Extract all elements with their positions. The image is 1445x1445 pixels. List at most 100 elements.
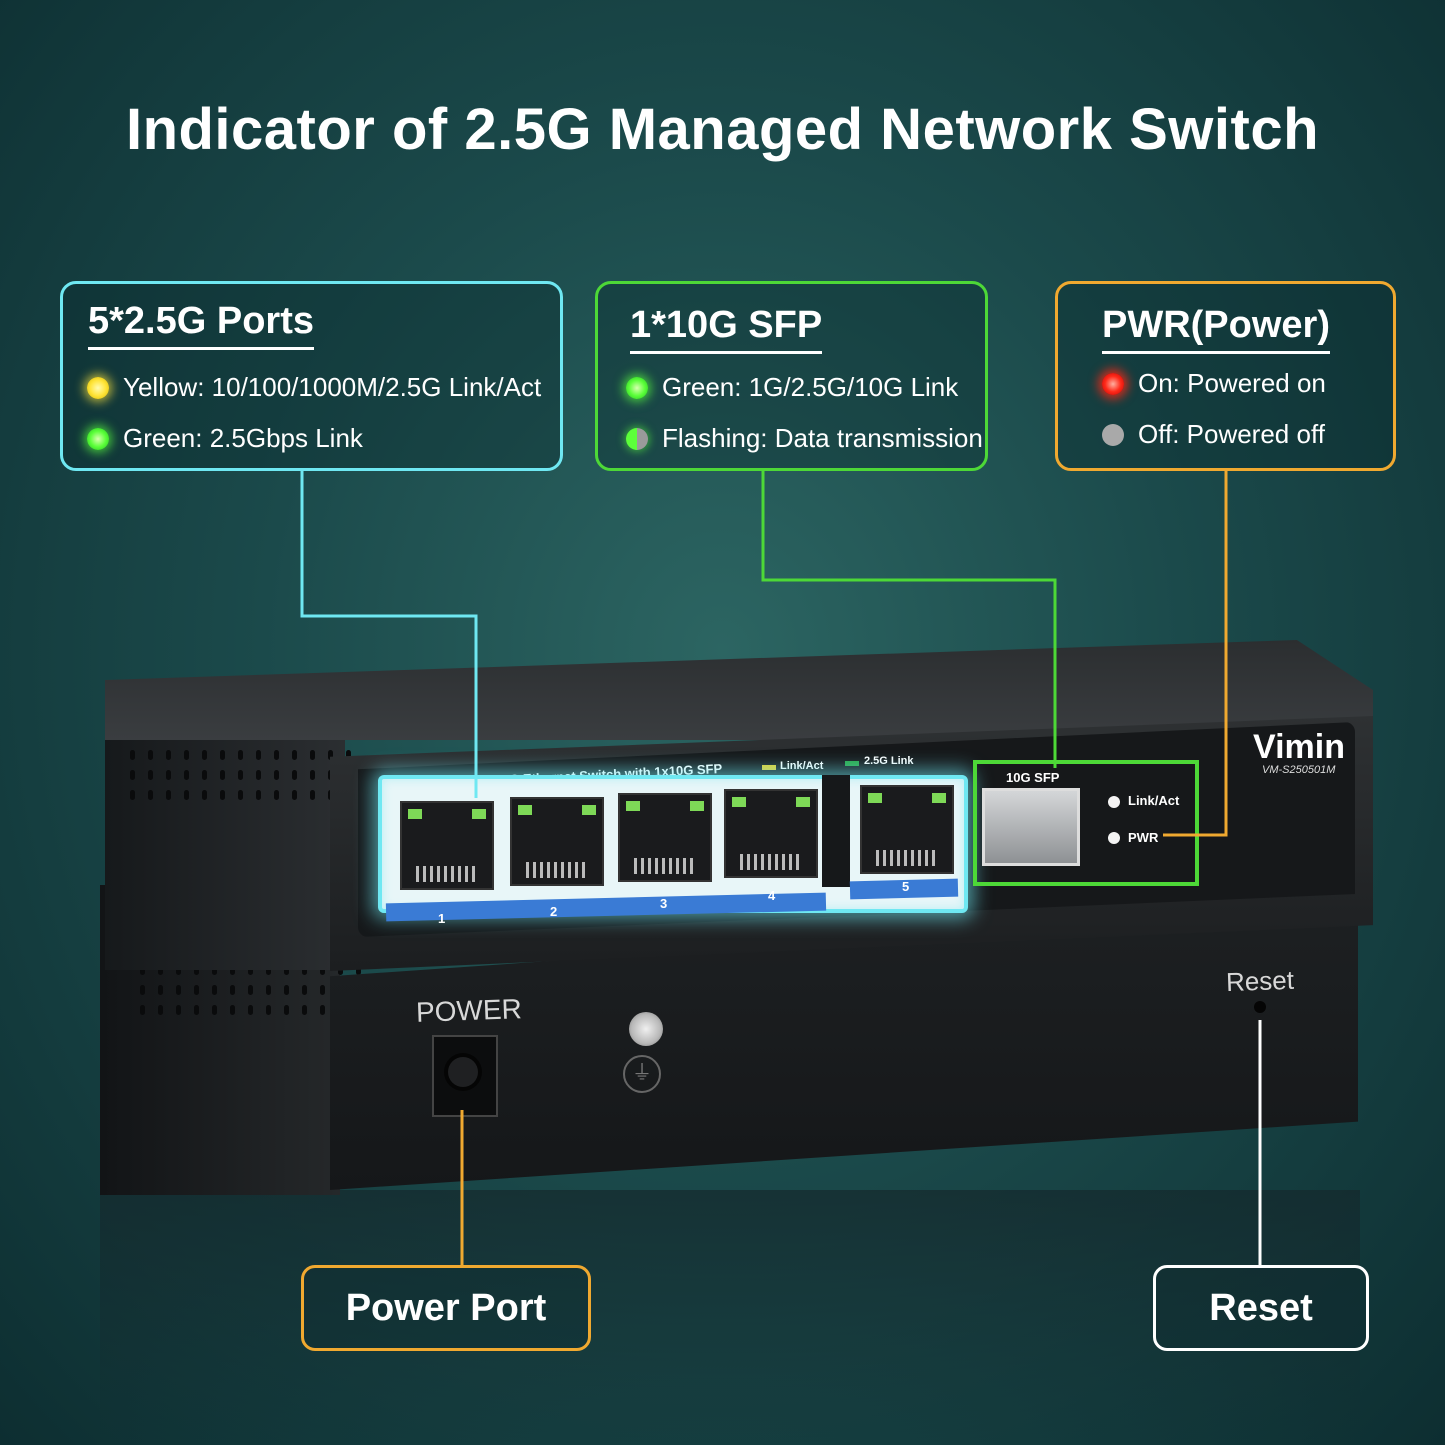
vent-slot <box>158 965 163 975</box>
vent-slot <box>140 985 145 995</box>
pwr-led-icon <box>1108 832 1120 844</box>
vent-slot <box>284 985 289 995</box>
vent-slot <box>230 965 235 975</box>
vent-slot <box>194 985 199 995</box>
vent-slot <box>292 770 297 780</box>
yellow-led-icon <box>87 376 109 399</box>
rj45-port-3[interactable] <box>618 793 712 882</box>
power-jack[interactable] <box>432 1035 498 1117</box>
vent-slot <box>148 770 153 780</box>
power-connector-line <box>1163 471 1228 837</box>
vent-slot <box>310 790 315 800</box>
vent-slot <box>148 790 153 800</box>
vent-slot <box>292 790 297 800</box>
vent-slot <box>166 750 171 760</box>
device-reflection <box>100 1190 1360 1445</box>
vent-slot <box>140 965 145 975</box>
vent-slot <box>248 1005 253 1015</box>
sfp-highlight <box>973 760 1199 886</box>
vent-slot <box>184 770 189 780</box>
vent-slot <box>256 750 261 760</box>
link-act-led-icon <box>1108 796 1120 808</box>
sfp-port[interactable] <box>982 788 1080 866</box>
callout-sfp-item-text: Flashing: Data transmission <box>662 423 983 453</box>
vent-slot <box>266 985 271 995</box>
ground-screw-icon <box>629 1012 663 1046</box>
vent-slot <box>248 985 253 995</box>
callout-ports-item: Green: 2.5Gbps Link <box>87 423 363 454</box>
brand-logo: Vimin <box>1253 728 1345 766</box>
port-number-3: 3 <box>660 896 668 911</box>
rj45-port-block <box>378 775 968 913</box>
vent-slot <box>320 965 325 975</box>
vent-slot <box>202 770 207 780</box>
vent-slot <box>302 985 307 995</box>
vent-slot <box>356 965 361 975</box>
flashing-led-icon <box>626 427 648 450</box>
led-link-act-label: Link/Act <box>1128 793 1180 808</box>
vent-slot <box>212 985 217 995</box>
vent-slot <box>176 1005 181 1015</box>
vent-slot <box>346 750 351 760</box>
vent-slot <box>158 1005 163 1015</box>
vent-slot <box>310 770 315 780</box>
vent-slot <box>212 965 217 975</box>
led-pwr-label: PWR <box>1128 830 1159 845</box>
vent-slot <box>302 965 307 975</box>
vent-slot <box>212 1005 217 1015</box>
vent-slot <box>140 1005 145 1015</box>
callout-ports-item: Yellow: 10/100/1000M/2.5G Link/Act <box>87 372 541 403</box>
callout-sfp-item-text: Green: 1G/2.5G/10G Link <box>662 372 959 402</box>
reset-button[interactable] <box>1254 1001 1266 1013</box>
legend-link-act-swatch <box>762 765 776 770</box>
vent-slot <box>230 985 235 995</box>
red-led-icon <box>1102 372 1124 395</box>
vent-slot <box>148 750 153 760</box>
gray-led-icon <box>1102 423 1124 446</box>
vent-slot <box>274 750 279 760</box>
vent-slot <box>274 770 279 780</box>
callout-ports-heading: 5*2.5G Ports <box>88 300 314 350</box>
vent-slot <box>238 790 243 800</box>
vent-slot <box>266 965 271 975</box>
rj45-port-5[interactable] <box>860 785 954 874</box>
callout-power-item: Off: Powered off <box>1102 419 1325 450</box>
rj45-port-4[interactable] <box>724 789 818 878</box>
vent-slot <box>220 750 225 760</box>
vent-slot <box>166 770 171 780</box>
port-number-5: 5 <box>902 879 910 894</box>
vent-slot <box>184 790 189 800</box>
port-number-2: 2 <box>550 904 558 919</box>
vent-slot <box>130 750 135 760</box>
vent-slot <box>176 985 181 995</box>
vent-slot <box>158 985 163 995</box>
vent-slot <box>266 1005 271 1015</box>
page-title: Indicator of 2.5G Managed Network Switch <box>125 97 1320 162</box>
vent-slot <box>320 985 325 995</box>
vent-slot <box>230 1005 235 1015</box>
vent-slot <box>256 790 261 800</box>
ground-symbol-icon: ⏚ <box>623 1055 661 1093</box>
vent-slot <box>184 750 189 760</box>
vent-slot <box>274 790 279 800</box>
port-number-4: 4 <box>768 888 776 903</box>
vent-slot <box>320 1005 325 1015</box>
vent-slot <box>328 750 333 760</box>
callout-power-item-text: On: Powered on <box>1138 368 1326 398</box>
rj45-port-1[interactable] <box>400 801 494 890</box>
callout-ports-item-text: Green: 2.5Gbps Link <box>123 423 363 453</box>
vent-slot <box>302 1005 307 1015</box>
callout-power-heading: PWR(Power) <box>1102 304 1330 354</box>
callout-power-item: On: Powered on <box>1102 368 1326 399</box>
callout-ports: 5*2.5G Ports Yellow: 10/100/1000M/2.5G L… <box>60 281 563 471</box>
vent-slot <box>202 750 207 760</box>
callout-power: PWR(Power) On: Powered on Off: Powered o… <box>1055 281 1396 471</box>
vent-slot <box>284 965 289 975</box>
rj45-port-2[interactable] <box>510 797 604 886</box>
reset-label: Reset <box>1153 1265 1369 1351</box>
green-led-icon <box>87 427 109 450</box>
callout-power-item-text: Off: Powered off <box>1138 419 1325 449</box>
vent-slot <box>238 750 243 760</box>
green-led-icon <box>626 376 648 399</box>
